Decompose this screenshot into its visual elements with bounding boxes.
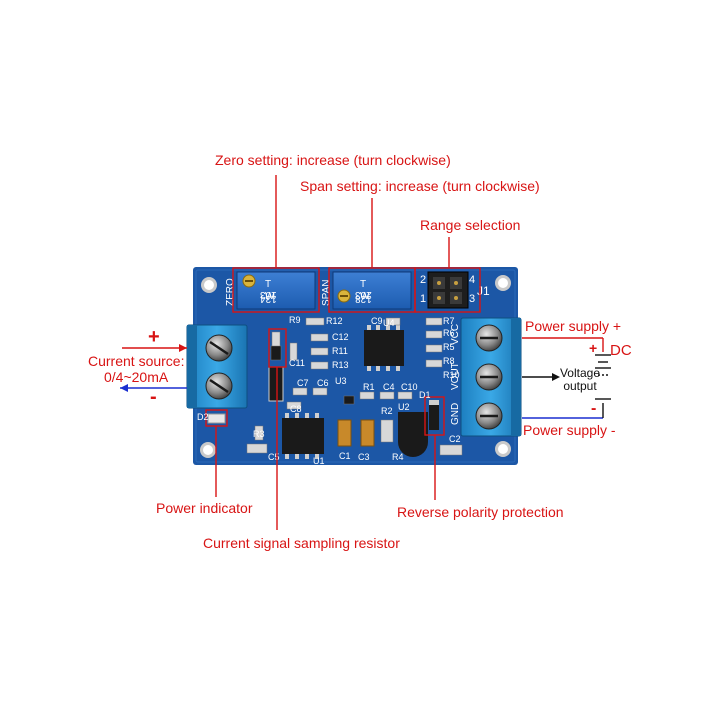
- diode-d1: [429, 400, 439, 430]
- silk-r11: R11: [332, 346, 348, 356]
- span-silk-label: SPAN: [321, 280, 332, 307]
- jumper-silk-label: J1: [477, 284, 490, 298]
- pot-zero-sub: 134: [260, 293, 277, 304]
- silk-r4: R4: [392, 452, 404, 462]
- silk-c7: C7: [297, 378, 309, 388]
- current-range-annotation: 0/4~20mA: [104, 369, 169, 385]
- jumper-pin-4: 4: [469, 274, 475, 286]
- silk-r3: R3: [253, 429, 265, 439]
- pot-zero-t: T: [265, 279, 271, 290]
- silk-r7: R7: [443, 316, 455, 326]
- silk-r5: R5: [443, 342, 455, 352]
- silk-c8: C8: [290, 404, 302, 414]
- terminal-vout-label: VOUT: [450, 362, 461, 390]
- silk-r2: R2: [381, 406, 393, 416]
- range-jumper[interactable]: 2 4 1 3 J1: [420, 271, 490, 309]
- silk-r8: R8: [443, 356, 455, 366]
- silk-r1: R1: [363, 382, 375, 392]
- silk-r10: R10: [443, 370, 460, 380]
- silk-c2: C2: [449, 434, 461, 444]
- ic-u4: [364, 330, 404, 366]
- zero-potentiometer[interactable]: 103 134 W T: [236, 271, 316, 310]
- silk-c9: C9: [371, 316, 383, 326]
- annotation-leader-lines: [215, 175, 604, 530]
- silk-c1: C1: [339, 451, 351, 461]
- pot-zero-code: 103: [260, 289, 277, 300]
- power-supply-plus-annotation: Power supply +: [525, 318, 622, 334]
- dc-plus-sign: +: [589, 340, 598, 356]
- sampling-resistor-annotation: Current signal sampling resistor: [203, 535, 400, 551]
- range-selection-annotation: Range selection: [420, 217, 521, 233]
- silk-c5: C5: [268, 452, 280, 462]
- transistor-u2: [398, 412, 428, 457]
- silk-u4: U4: [383, 318, 395, 328]
- silk-u1: U1: [313, 456, 325, 466]
- jumper-pin-2: 2: [420, 274, 426, 286]
- silk-c6: C6: [317, 378, 329, 388]
- terminal-vcc-label: VCC: [450, 324, 461, 345]
- power-led: [207, 413, 226, 424]
- voltage-output-annotation: Voltage output: [559, 366, 601, 393]
- dc-minus-sign: -: [591, 400, 597, 417]
- silk-d2: D2: [197, 412, 209, 422]
- pot-zero-w: W: [265, 291, 275, 302]
- silk-c11: C11: [289, 358, 305, 368]
- silk-r9: R9: [289, 315, 301, 325]
- pot-span-sub: 128: [355, 293, 372, 304]
- silk-r12: R12: [326, 316, 343, 326]
- jumper-pin-3: 3: [469, 293, 475, 305]
- current-source-annotation: Current source:: [88, 353, 185, 369]
- input-plus-sign: +: [148, 326, 160, 348]
- span-setting-annotation: Span setting: increase (turn clockwise): [300, 178, 540, 194]
- zero-silk-label: ZERO: [225, 278, 236, 306]
- silk-c12: C12: [332, 332, 349, 342]
- power-supply-minus-annotation: Power supply -: [523, 422, 616, 438]
- pot-span-w: W: [360, 291, 370, 302]
- power-indicator-annotation: Power indicator: [156, 500, 253, 516]
- input-terminal-block[interactable]: [186, 324, 248, 409]
- mounting-holes: [200, 275, 511, 458]
- silk-r6: R6: [443, 328, 455, 338]
- ic-u1: [282, 418, 324, 454]
- pot-span-code: 203: [355, 289, 372, 300]
- silk-c4: C4: [383, 382, 395, 392]
- dc-annotation: DC: [610, 342, 632, 359]
- output-terminal-block[interactable]: [460, 317, 522, 437]
- jumper-pin-1: 1: [420, 293, 426, 305]
- silk-u3: U3: [335, 376, 347, 386]
- silk-r13: R13: [332, 360, 349, 370]
- input-minus-sign: -: [150, 386, 157, 408]
- dc-source-symbol: [595, 354, 611, 400]
- silk-d1: D1: [419, 390, 431, 400]
- silk-c10: C10: [401, 382, 418, 392]
- smd-components: [246, 317, 463, 456]
- terminal-gnd-label: GND: [450, 403, 461, 425]
- pot-span-t: T: [360, 279, 366, 290]
- zero-setting-annotation: Zero setting: increase (turn clockwise): [215, 152, 451, 168]
- span-potentiometer[interactable]: 203 128 W T: [332, 271, 412, 310]
- silk-u2: U2: [398, 402, 410, 412]
- reverse-polarity-annotation: Reverse polarity protection: [397, 504, 564, 520]
- silk-c3: C3: [358, 452, 370, 462]
- sampling-resistor: [268, 366, 284, 402]
